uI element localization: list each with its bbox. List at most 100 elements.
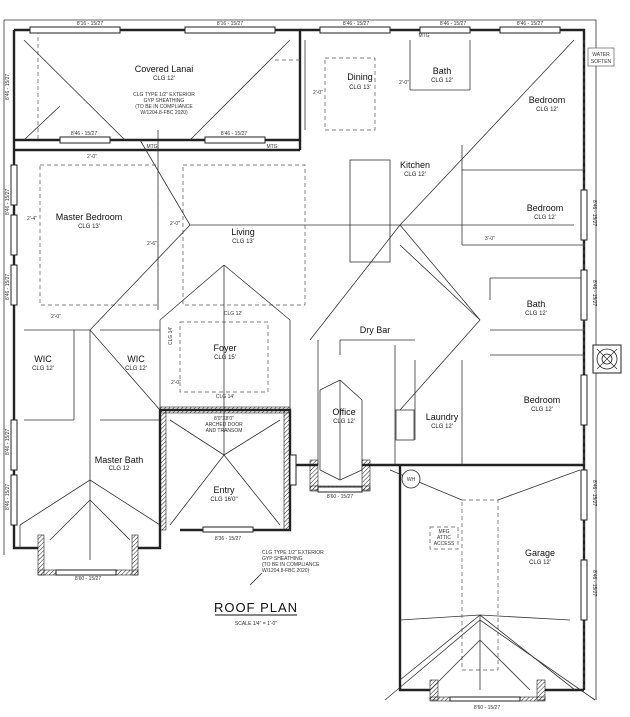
dim-rside4: 8'46 - 15/27 <box>591 570 597 596</box>
room-bath-top-name: Bath <box>433 66 452 76</box>
dim-w1: 8'16 - 15/27 <box>77 21 103 27</box>
dim-w3: 8'46 - 15/27 <box>343 21 369 27</box>
room-garage-name: Garage <box>525 548 555 558</box>
roof-vent-icon <box>592 344 622 374</box>
plan-title: ROOF PLAN <box>214 600 298 615</box>
mtg-a: MTG <box>266 144 277 150</box>
dim-w11: 8'60 - 15/27 <box>474 705 500 711</box>
room-bedroom-1-clg: CLG 12' <box>536 107 558 113</box>
dim-30-a: 3'-0" <box>485 236 495 242</box>
dim-20-e: 2'-0" <box>313 90 323 96</box>
room-entry-clg: CLG 16'0" <box>210 497 237 503</box>
dim-20-a: 2'-0" <box>87 154 97 160</box>
room-master-bath-clg: CLG 12 <box>109 466 130 472</box>
room-dry-bar-name: Dry Bar <box>360 325 391 335</box>
lanai-note-4: W/1204.8-FBC 2020) <box>140 110 188 116</box>
clg-foyer-left: CLG 14' <box>168 327 174 345</box>
dim-20-f: 2'-0" <box>171 380 181 386</box>
room-bedroom-3-name: Bedroom <box>524 395 561 405</box>
dim-w8: 8'36 - 15/27 <box>215 536 241 542</box>
windows <box>10 26 588 702</box>
room-kitchen-name: Kitchen <box>400 160 430 170</box>
dim-rside2: 8'46 - 15/27 <box>591 280 597 306</box>
dim-rside1: 8'46 - 15/27 <box>591 200 597 226</box>
room-laundry-clg: CLG 12' <box>431 424 453 430</box>
room-dining-name: Dining <box>347 72 373 82</box>
dim-20-b: 2'-0" <box>170 221 180 227</box>
entry-note-3: AND TRANSOM <box>206 428 243 434</box>
exterior-walls <box>12 28 586 692</box>
room-kitchen-clg: CLG 12' <box>404 172 426 178</box>
dim-20-c: 2'-0" <box>51 314 61 320</box>
soffit-note-1: CLG TYPE 1/2" EXTERIOR <box>262 550 324 556</box>
lanai-note-2: GYP SHEATHING <box>144 98 185 104</box>
room-office-name: Office <box>332 407 355 417</box>
room-bath-right-clg: CLG 12' <box>525 311 547 317</box>
room-dining-clg: CLG 13' <box>349 85 371 91</box>
dim-w5: 8'46 - 15/27 <box>517 21 543 27</box>
plan-scale: SCALE 1/4" = 1'-0" <box>235 621 277 627</box>
dim-w9: 8'60 - 15/27 <box>327 494 353 500</box>
water-softener: WATER SOFTEN <box>587 47 615 67</box>
room-office-clg: CLG 12' <box>333 419 355 425</box>
room-living-name: Living <box>231 227 255 237</box>
room-master-bedroom-name: Master Bedroom <box>56 212 123 222</box>
room-garage-clg: CLG 12' <box>529 560 551 566</box>
dim-w2: 8'16 - 15/27 <box>217 21 243 27</box>
dimension-strings: 8'16 - 15/27 8'16 - 15/27 8'46 - 15/27 8… <box>5 21 597 711</box>
water-heater-icon: WH <box>401 469 421 489</box>
soffit-note-4: W/1204.8-FBC 2020) <box>262 568 310 574</box>
room-entry-name: Entry <box>213 485 235 495</box>
room-wic-left-name: WIC <box>34 354 52 364</box>
room-wic-left-clg: CLG 12' <box>32 366 54 372</box>
dim-side3: 8'46 - 15/27 <box>5 429 11 455</box>
dashed-ceiling-lines <box>37 30 585 690</box>
dim-20-d: 2'-0" <box>399 80 409 86</box>
room-lanai-name: Covered Lanai <box>135 64 194 74</box>
annotations: 8'0"X8'0" ARCHED DOOR AND TRANSOM CLG TY… <box>27 33 495 586</box>
dim-26-a: 2'-6" <box>147 241 157 247</box>
interior-walls <box>24 40 584 465</box>
dim-w7: 8'46 - 15/27 <box>221 131 247 137</box>
mtg-c: MTG <box>418 33 429 39</box>
dim-w6: 8'46 - 15/27 <box>71 131 97 137</box>
room-bath-right-name: Bath <box>527 299 546 309</box>
dim-side4: 8'46 - 15/27 <box>5 484 11 510</box>
soffit-note-2: GYP SHEATHING <box>262 556 303 562</box>
water-heater-label: WH <box>407 477 416 483</box>
dim-side1: 8'46 - 15/27 <box>5 189 11 215</box>
plan-title-block: ROOF PLAN SCALE 1/4" = 1'-0" <box>214 600 298 627</box>
attic-access-1: MFG <box>438 529 449 535</box>
room-bedroom-2-name: Bedroom <box>527 203 564 213</box>
dim-24-a: 2'-4" <box>27 216 37 222</box>
room-bedroom-2-clg: CLG 12' <box>534 215 556 221</box>
room-lanai-clg: CLG 12' <box>153 76 175 82</box>
roof-lines <box>3 19 597 701</box>
room-wic-right-name: WIC <box>127 354 145 364</box>
lanai-note-1: CLG TYPE 1/2" EXTERIOR <box>133 92 195 98</box>
room-labels: Covered Lanai CLG 12' CLG TYPE 1/2" EXTE… <box>32 64 565 566</box>
room-bedroom-1-name: Bedroom <box>529 95 566 105</box>
attic-access-3: ACCESS <box>434 541 455 547</box>
room-bath-top-clg: CLG 12' <box>431 78 453 84</box>
room-foyer-name: Foyer <box>213 343 236 353</box>
clg-foyer-top: CLG 12' <box>224 311 242 317</box>
soffit-note-3: (TO BE IN COMPLIANCE <box>262 562 320 568</box>
dim-side5: 8'46 - 15/27 <box>5 74 11 100</box>
water-softener-label-2: SOFTEN <box>591 59 612 65</box>
room-foyer-clg: CLG 15' <box>214 355 236 361</box>
room-laundry-name: Laundry <box>426 412 459 422</box>
entry-note-1: 8'0"X8'0" <box>214 416 234 422</box>
dim-side2: 8'46 - 15/27 <box>5 274 11 300</box>
mtg-b: MTG <box>146 144 157 150</box>
dim-w10: 8'60 - 15/27 <box>75 576 101 582</box>
room-living-clg: CLG 13' <box>232 239 254 245</box>
clg-foyer-bottom: CLG 14' <box>216 394 234 400</box>
dim-w4: 8'46 - 15/27 <box>440 21 466 27</box>
room-wic-right-clg: CLG 12' <box>125 366 147 372</box>
lanai-note-3: (TO BE IN COMPLIANCE <box>135 104 193 110</box>
dim-rside3: 8'46 - 15/27 <box>591 480 597 506</box>
entry-note-2: ARCHED DOOR <box>205 422 243 428</box>
water-softener-label-1: WATER <box>592 52 610 58</box>
